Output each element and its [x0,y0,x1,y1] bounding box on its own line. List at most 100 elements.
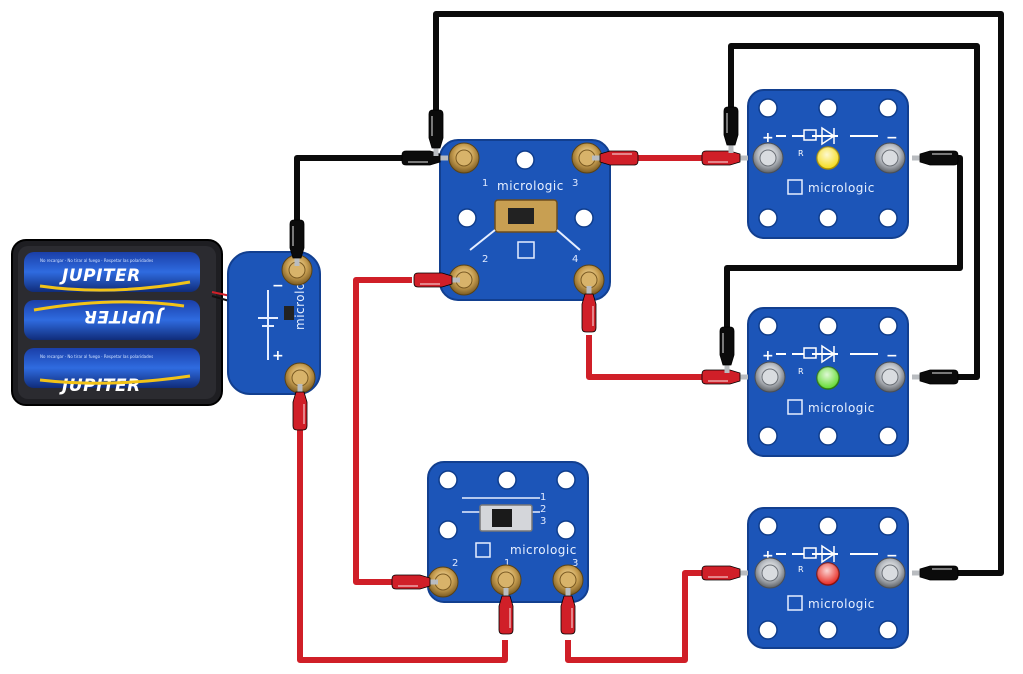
switch-top-pin-3: 3 [572,178,578,189]
led-resistor-label: R [798,367,804,376]
mount-hole [556,470,576,490]
mount-hole [818,620,838,640]
mount-hole [515,150,535,170]
led-plus-terminal [752,142,784,174]
led-brand: micrologic [808,597,875,611]
mount-hole [457,208,477,228]
battery-cell-1: JUPITER No recargar · No tirar al fuego … [24,252,200,292]
switch-top-pin-2: 2 [482,254,488,265]
mount-hole [878,98,898,118]
mount-hole [878,426,898,446]
switch-top-pin-1: 1 [482,178,488,189]
banana-plug [719,326,735,373]
switch-bottom-brand: micrologic [510,543,577,557]
battery-fineprint-1: No recargar · No tirar al fuego · Respet… [40,258,153,263]
switch-top-terminal-1 [448,142,480,174]
mount-hole [878,620,898,640]
mount-hole [878,516,898,536]
wire-yellow-led-to-green-led-minus [728,43,980,380]
banana-plug [289,219,305,266]
banana-plug [912,565,959,581]
wire-switch-4-to-green-led [586,335,712,380]
wire-switch-2-to-selector-2 [353,277,412,585]
battery-cell-3: JUPITER No recargar · No tirar al fuego … [24,348,200,396]
switch-top-pin-4: 4 [572,254,578,265]
led-plus-terminal [754,361,786,393]
switch-top-board: micrologic 1 2 3 4 [439,139,611,301]
mount-hole [758,316,778,336]
battery-brand-3: JUPITER [59,376,141,396]
led-board-red: + − R micrologic [747,507,909,649]
led-minus-symbol: − [886,548,898,564]
led-resistor-label: R [798,565,804,574]
banana-plug [560,588,576,635]
wire-battery-plus-to-selector-1 [297,425,508,663]
battery-pack: JUPITER No recargar · No tirar al fuego … [11,239,241,406]
banana-plug [592,150,639,166]
banana-plug [723,106,739,153]
mount-hole [818,516,838,536]
mount-hole [758,426,778,446]
switch-bottom-board: 1 2 3 micrologic 2 1 3 [427,461,589,603]
plugs [289,106,959,635]
mount-hole [818,426,838,446]
led-resistor-label: R [798,149,804,158]
switch-top-slider-knob[interactable] [508,208,534,224]
battery-minus-symbol: − [272,278,284,294]
banana-plug [701,565,748,581]
battery-connector-board: − + micrologic [227,251,321,395]
banana-plug [292,384,308,431]
battery-cell-2: JUPITER [24,300,200,340]
led-minus-terminal [874,142,906,174]
banana-plug [912,369,959,385]
led-plus-terminal [754,557,786,589]
mount-hole [878,316,898,336]
switch-bottom-slider-knob[interactable] [492,509,512,527]
led-minus-symbol: − [886,348,898,364]
mount-hole [818,316,838,336]
led-plus-symbol: + [762,348,774,364]
banana-plug [701,369,748,385]
banana-plug [581,286,597,333]
mount-hole [497,470,517,490]
banana-plug [701,150,748,166]
mount-hole [758,98,778,118]
mount-hole [438,520,458,540]
mount-hole [758,516,778,536]
wire-switch-common-to-red-led-minus [433,11,1004,576]
banana-plug [498,588,514,635]
led-brand: micrologic [808,181,875,195]
wire-battery-minus-to-switch-common [294,155,430,232]
banana-plug [391,574,438,590]
switch-bottom-tag-2: 2 [540,504,546,515]
led-minus-terminal [874,361,906,393]
mount-hole [878,208,898,228]
mount-hole [758,620,778,640]
switch-bottom-tag-1: 1 [540,492,546,503]
switch-top-brand: micrologic [497,179,564,193]
switch-bottom-pin-3: 3 [572,558,578,569]
led-minus-symbol: − [886,130,898,146]
battery-fineprint-3: No recargar · No tirar al fuego · Respet… [40,354,153,359]
led-minus-terminal [874,557,906,589]
mount-hole [438,470,458,490]
battery-brand-1: JUPITER [59,266,141,286]
led-brand: micrologic [808,401,875,415]
mount-hole [818,98,838,118]
battery-brand-2: JUPITER [83,306,165,326]
mount-hole [758,208,778,228]
led-board-yellow: + − R micrologic [747,89,909,239]
wire-selector-3-to-red-led [565,570,712,663]
mount-hole [574,208,594,228]
banana-plug [428,109,444,156]
battery-plus-symbol: + [272,348,284,364]
red-wires [297,155,712,663]
banana-plug [401,150,448,166]
switch-bottom-pin-2: 2 [452,558,458,569]
led-plus-symbol: + [762,130,774,146]
led-board-green: + − R micrologic [747,307,909,457]
mount-hole [818,208,838,228]
switch-bottom-tag-3: 3 [540,516,546,527]
banana-plug [413,272,460,288]
mount-hole [556,520,576,540]
